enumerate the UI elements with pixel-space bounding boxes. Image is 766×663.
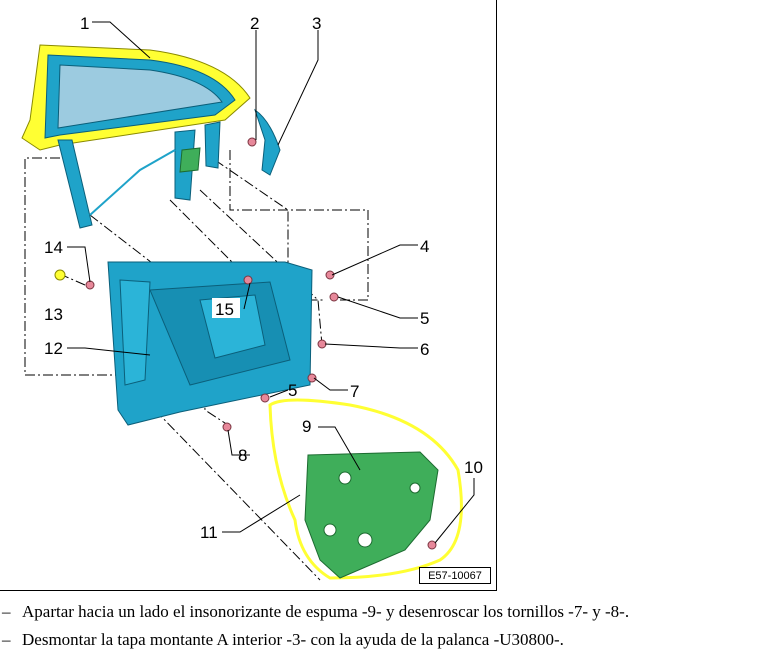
callout-10: 10 bbox=[464, 458, 483, 477]
callout-7: 7 bbox=[350, 382, 359, 401]
figure-reference-code: E57-10067 bbox=[419, 567, 491, 584]
foam-insulation-part bbox=[268, 398, 463, 580]
window-frame-part bbox=[21, 44, 251, 229]
callout-9: 9 bbox=[302, 417, 311, 436]
callout-leaders bbox=[67, 21, 475, 544]
instruction-bullet: – bbox=[2, 602, 11, 621]
callout-5b: 5 bbox=[288, 381, 297, 400]
callout-13: 13 bbox=[44, 305, 63, 324]
instruction-bullet: – bbox=[2, 630, 11, 649]
instruction-text: Apartar hacia un lado el insonorizante d… bbox=[22, 602, 630, 621]
clip-part-13 bbox=[54, 269, 66, 281]
callout-2: 2 bbox=[250, 14, 259, 33]
door-exploded-view: 1 2 3 4 5 5 6 7 8 9 10 11 12 13 14 15 bbox=[21, 14, 483, 581]
figure-frame bbox=[0, 0, 497, 591]
callout-14: 14 bbox=[44, 238, 63, 257]
instruction-list: – Apartar hacia un lado el insonorizante… bbox=[0, 598, 766, 654]
callout-11: 11 bbox=[200, 523, 218, 542]
callout-6: 6 bbox=[420, 340, 429, 359]
inner-door-panel bbox=[107, 261, 313, 426]
callout-labels: 1 2 3 4 5 5 6 7 8 9 10 11 12 13 14 15 bbox=[44, 14, 483, 542]
callout-15-bg bbox=[212, 298, 240, 318]
callout-1: 1 bbox=[80, 14, 89, 33]
instruction-text: Desmontar la tapa montante A interior -3… bbox=[22, 630, 564, 649]
screws bbox=[85, 137, 437, 550]
callout-15: 15 bbox=[215, 300, 234, 319]
a-pillar-cover-part bbox=[254, 108, 281, 176]
callout-3: 3 bbox=[312, 14, 321, 33]
callout-8: 8 bbox=[238, 446, 247, 465]
callout-4: 4 bbox=[420, 237, 429, 256]
instruction-item: – Apartar hacia un lado el insonorizante… bbox=[0, 598, 766, 626]
exploded-diagram: 1 2 3 4 5 5 6 7 8 9 10 11 12 13 14 15 E5… bbox=[0, 0, 498, 592]
callout-12: 12 bbox=[44, 339, 63, 358]
callout-5a: 5 bbox=[420, 309, 429, 328]
instruction-item: – Desmontar la tapa montante A interior … bbox=[0, 626, 766, 654]
